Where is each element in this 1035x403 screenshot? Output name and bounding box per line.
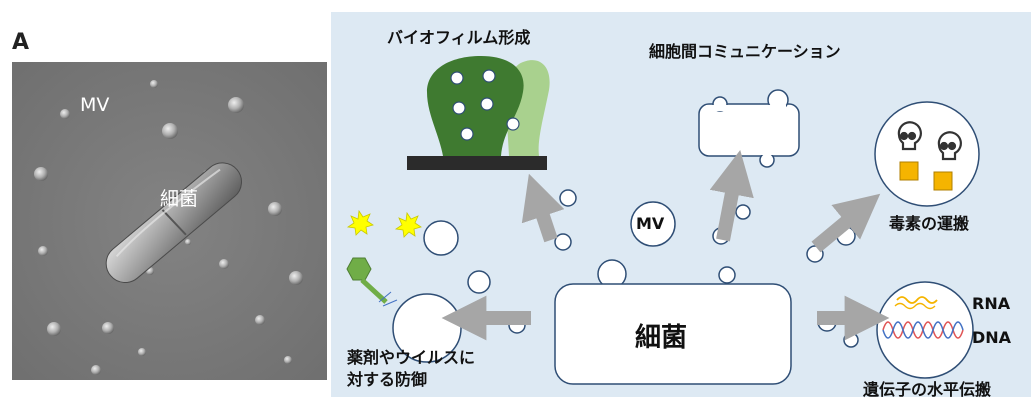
panel-a-letter: A — [12, 30, 30, 55]
biofilm-label: バイオフィルム形成 — [387, 28, 531, 47]
center-bacterium-label: 細菌 — [635, 323, 688, 353]
toxin-illustration — [874, 101, 980, 207]
antibiotic-star-icon — [394, 211, 422, 238]
bacterium-cell — [105, 162, 242, 284]
bacterium-schematic — [554, 259, 792, 385]
arrow-to-communication — [709, 149, 754, 242]
gene-transfer-illustration — [876, 281, 974, 379]
micrograph-panel: MV 細菌 — [12, 62, 327, 380]
process-arrows — [441, 149, 890, 341]
arrow-to-toxin — [811, 193, 881, 253]
skull-icon — [897, 121, 922, 151]
toxin-label: 毒素の運搬 — [889, 214, 970, 233]
dna-label: DNA — [972, 328, 1012, 347]
communication-cell — [698, 89, 800, 168]
biofilm-illustration — [407, 56, 550, 170]
arrow-to-biofilm — [521, 173, 565, 243]
skull-icon — [937, 131, 962, 161]
gene-transfer-label: 遺伝子の水平伝搬 — [863, 380, 992, 399]
defense-label-line2: 対する防御 — [347, 370, 428, 389]
bacterium-photo-label: 細菌 — [160, 188, 199, 210]
diagram-graphics — [331, 12, 1031, 397]
micrograph-image — [12, 62, 327, 380]
defense-label-line1: 薬剤やウイルスに — [347, 348, 476, 367]
rna-label: RNA — [972, 294, 1011, 313]
mv-label: MV — [636, 214, 665, 233]
communication-label: 細胞間コミュニケーション — [649, 42, 841, 61]
antibiotic-star-icon — [346, 209, 374, 236]
phage-icon — [346, 257, 398, 307]
mv-photo-label: MV — [80, 94, 110, 116]
mv-functions-diagram: バイオフィルム形成 細胞間コミュニケーション MV 細菌 毒素の運搬 薬剤やウイ… — [331, 12, 1031, 399]
